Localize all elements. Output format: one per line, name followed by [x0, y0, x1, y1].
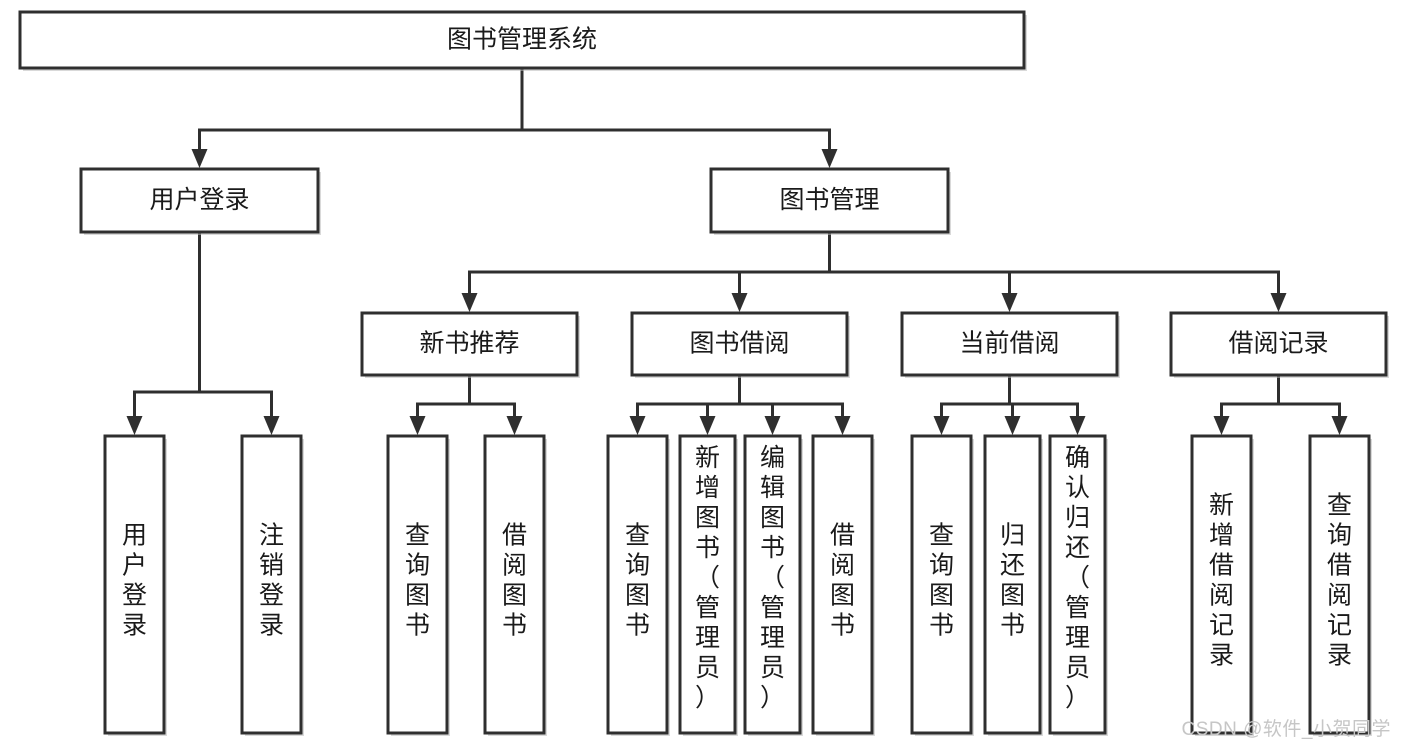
arrow-head-icon: [409, 416, 426, 435]
node-label: 编辑图书（管理员）: [760, 444, 785, 712]
node-label: 新增借阅记录: [1209, 492, 1234, 670]
node-label: 当前借阅: [959, 330, 1059, 358]
node-label: 借阅图书: [502, 522, 527, 640]
arrow-head-icon: [764, 416, 781, 435]
node-leaf-3[interactable]: 借阅图书: [483, 434, 547, 736]
node-label: 图书管理: [779, 186, 879, 214]
arrow-head-icon: [821, 149, 838, 168]
node-label: 查询图书: [625, 522, 650, 640]
node-rect[interactable]: [360, 311, 579, 377]
node-label: 查询借阅记录: [1327, 492, 1352, 670]
node-rect[interactable]: [606, 434, 669, 735]
node-rect[interactable]: [983, 434, 1042, 735]
arrow-head-icon: [126, 416, 143, 435]
arrow-head-icon: [1069, 416, 1086, 435]
node-label: 查询图书: [405, 522, 430, 640]
node-label: 新书推荐: [419, 330, 519, 358]
node-rect[interactable]: [743, 434, 802, 735]
node-leaf-7[interactable]: 借阅图书: [811, 434, 875, 736]
node-leaf-6[interactable]: 编辑图书（管理员）: [743, 434, 803, 736]
arrow-head-icon: [834, 416, 851, 435]
node-rect[interactable]: [18, 10, 1026, 70]
csdn-watermark: CSDN @软件_小贺同学: [1181, 719, 1391, 740]
node-rect[interactable]: [1048, 434, 1107, 735]
arrow-head-icon: [191, 149, 208, 168]
node-label: 用户登录: [122, 522, 147, 640]
node-rect[interactable]: [483, 434, 546, 735]
node-leaf-5[interactable]: 新增图书（管理员）: [678, 434, 738, 736]
node-rect[interactable]: [678, 434, 737, 735]
node-label: 归还图书: [1000, 522, 1025, 640]
node-rect[interactable]: [910, 434, 973, 735]
node-label: 借阅记录: [1228, 330, 1328, 358]
node-label: 确认归还（管理员）: [1065, 444, 1090, 712]
arrow-head-icon: [1270, 293, 1287, 312]
node-rect[interactable]: [1308, 434, 1371, 735]
node-leaf-11[interactable]: 新增借阅记录: [1190, 434, 1254, 736]
arrow-head-icon: [1004, 416, 1021, 435]
node-rect[interactable]: [240, 434, 303, 735]
arrow-head-icon: [506, 416, 523, 435]
node-layer: 图书管理系统用户登录图书管理新书推荐图书借阅当前借阅借阅记录用户登录注销登录查询…: [18, 10, 1389, 736]
arrow-head-icon: [699, 416, 716, 435]
node-level2-1[interactable]: 图书管理: [709, 167, 951, 235]
arrow-head-icon: [1001, 293, 1018, 312]
node-label: 新增图书（管理员）: [695, 444, 720, 712]
node-rect[interactable]: [630, 311, 849, 377]
node-label: 图书管理系统: [447, 26, 597, 54]
node-label: 用户登录: [149, 186, 249, 214]
node-rect[interactable]: [1169, 311, 1388, 377]
arrow-head-icon: [1331, 416, 1348, 435]
node-root-0[interactable]: 图书管理系统: [18, 10, 1027, 71]
node-level2-0[interactable]: 用户登录: [79, 167, 321, 235]
node-label: 查询图书: [929, 522, 954, 640]
node-rect[interactable]: [103, 434, 166, 735]
node-leaf-4[interactable]: 查询图书: [606, 434, 670, 736]
node-rect[interactable]: [709, 167, 950, 234]
node-leaf-10[interactable]: 确认归还（管理员）: [1048, 434, 1108, 736]
node-leaf-9[interactable]: 归还图书: [983, 434, 1043, 736]
connector-layer: [126, 66, 1348, 435]
node-level3-2[interactable]: 当前借阅: [900, 311, 1120, 378]
node-label: 图书借阅: [689, 330, 789, 358]
node-rect[interactable]: [1190, 434, 1253, 735]
node-leaf-12[interactable]: 查询借阅记录: [1308, 434, 1372, 736]
node-rect[interactable]: [811, 434, 874, 735]
node-leaf-8[interactable]: 查询图书: [910, 434, 974, 736]
node-level3-1[interactable]: 图书借阅: [630, 311, 850, 378]
node-level3-3[interactable]: 借阅记录: [1169, 311, 1389, 378]
node-rect[interactable]: [79, 167, 320, 234]
arrow-head-icon: [263, 416, 280, 435]
node-leaf-1[interactable]: 注销登录: [240, 434, 304, 736]
arrow-head-icon: [1213, 416, 1230, 435]
node-label: 注销登录: [259, 522, 284, 640]
arrow-head-icon: [629, 416, 646, 435]
arrow-head-icon: [933, 416, 950, 435]
node-leaf-0[interactable]: 用户登录: [103, 434, 167, 736]
node-level3-0[interactable]: 新书推荐: [360, 311, 580, 378]
node-rect[interactable]: [386, 434, 449, 735]
node-label: 借阅图书: [830, 522, 855, 640]
node-leaf-2[interactable]: 查询图书: [386, 434, 450, 736]
arrow-head-icon: [461, 293, 478, 312]
arrow-head-icon: [731, 293, 748, 312]
node-rect[interactable]: [900, 311, 1119, 377]
